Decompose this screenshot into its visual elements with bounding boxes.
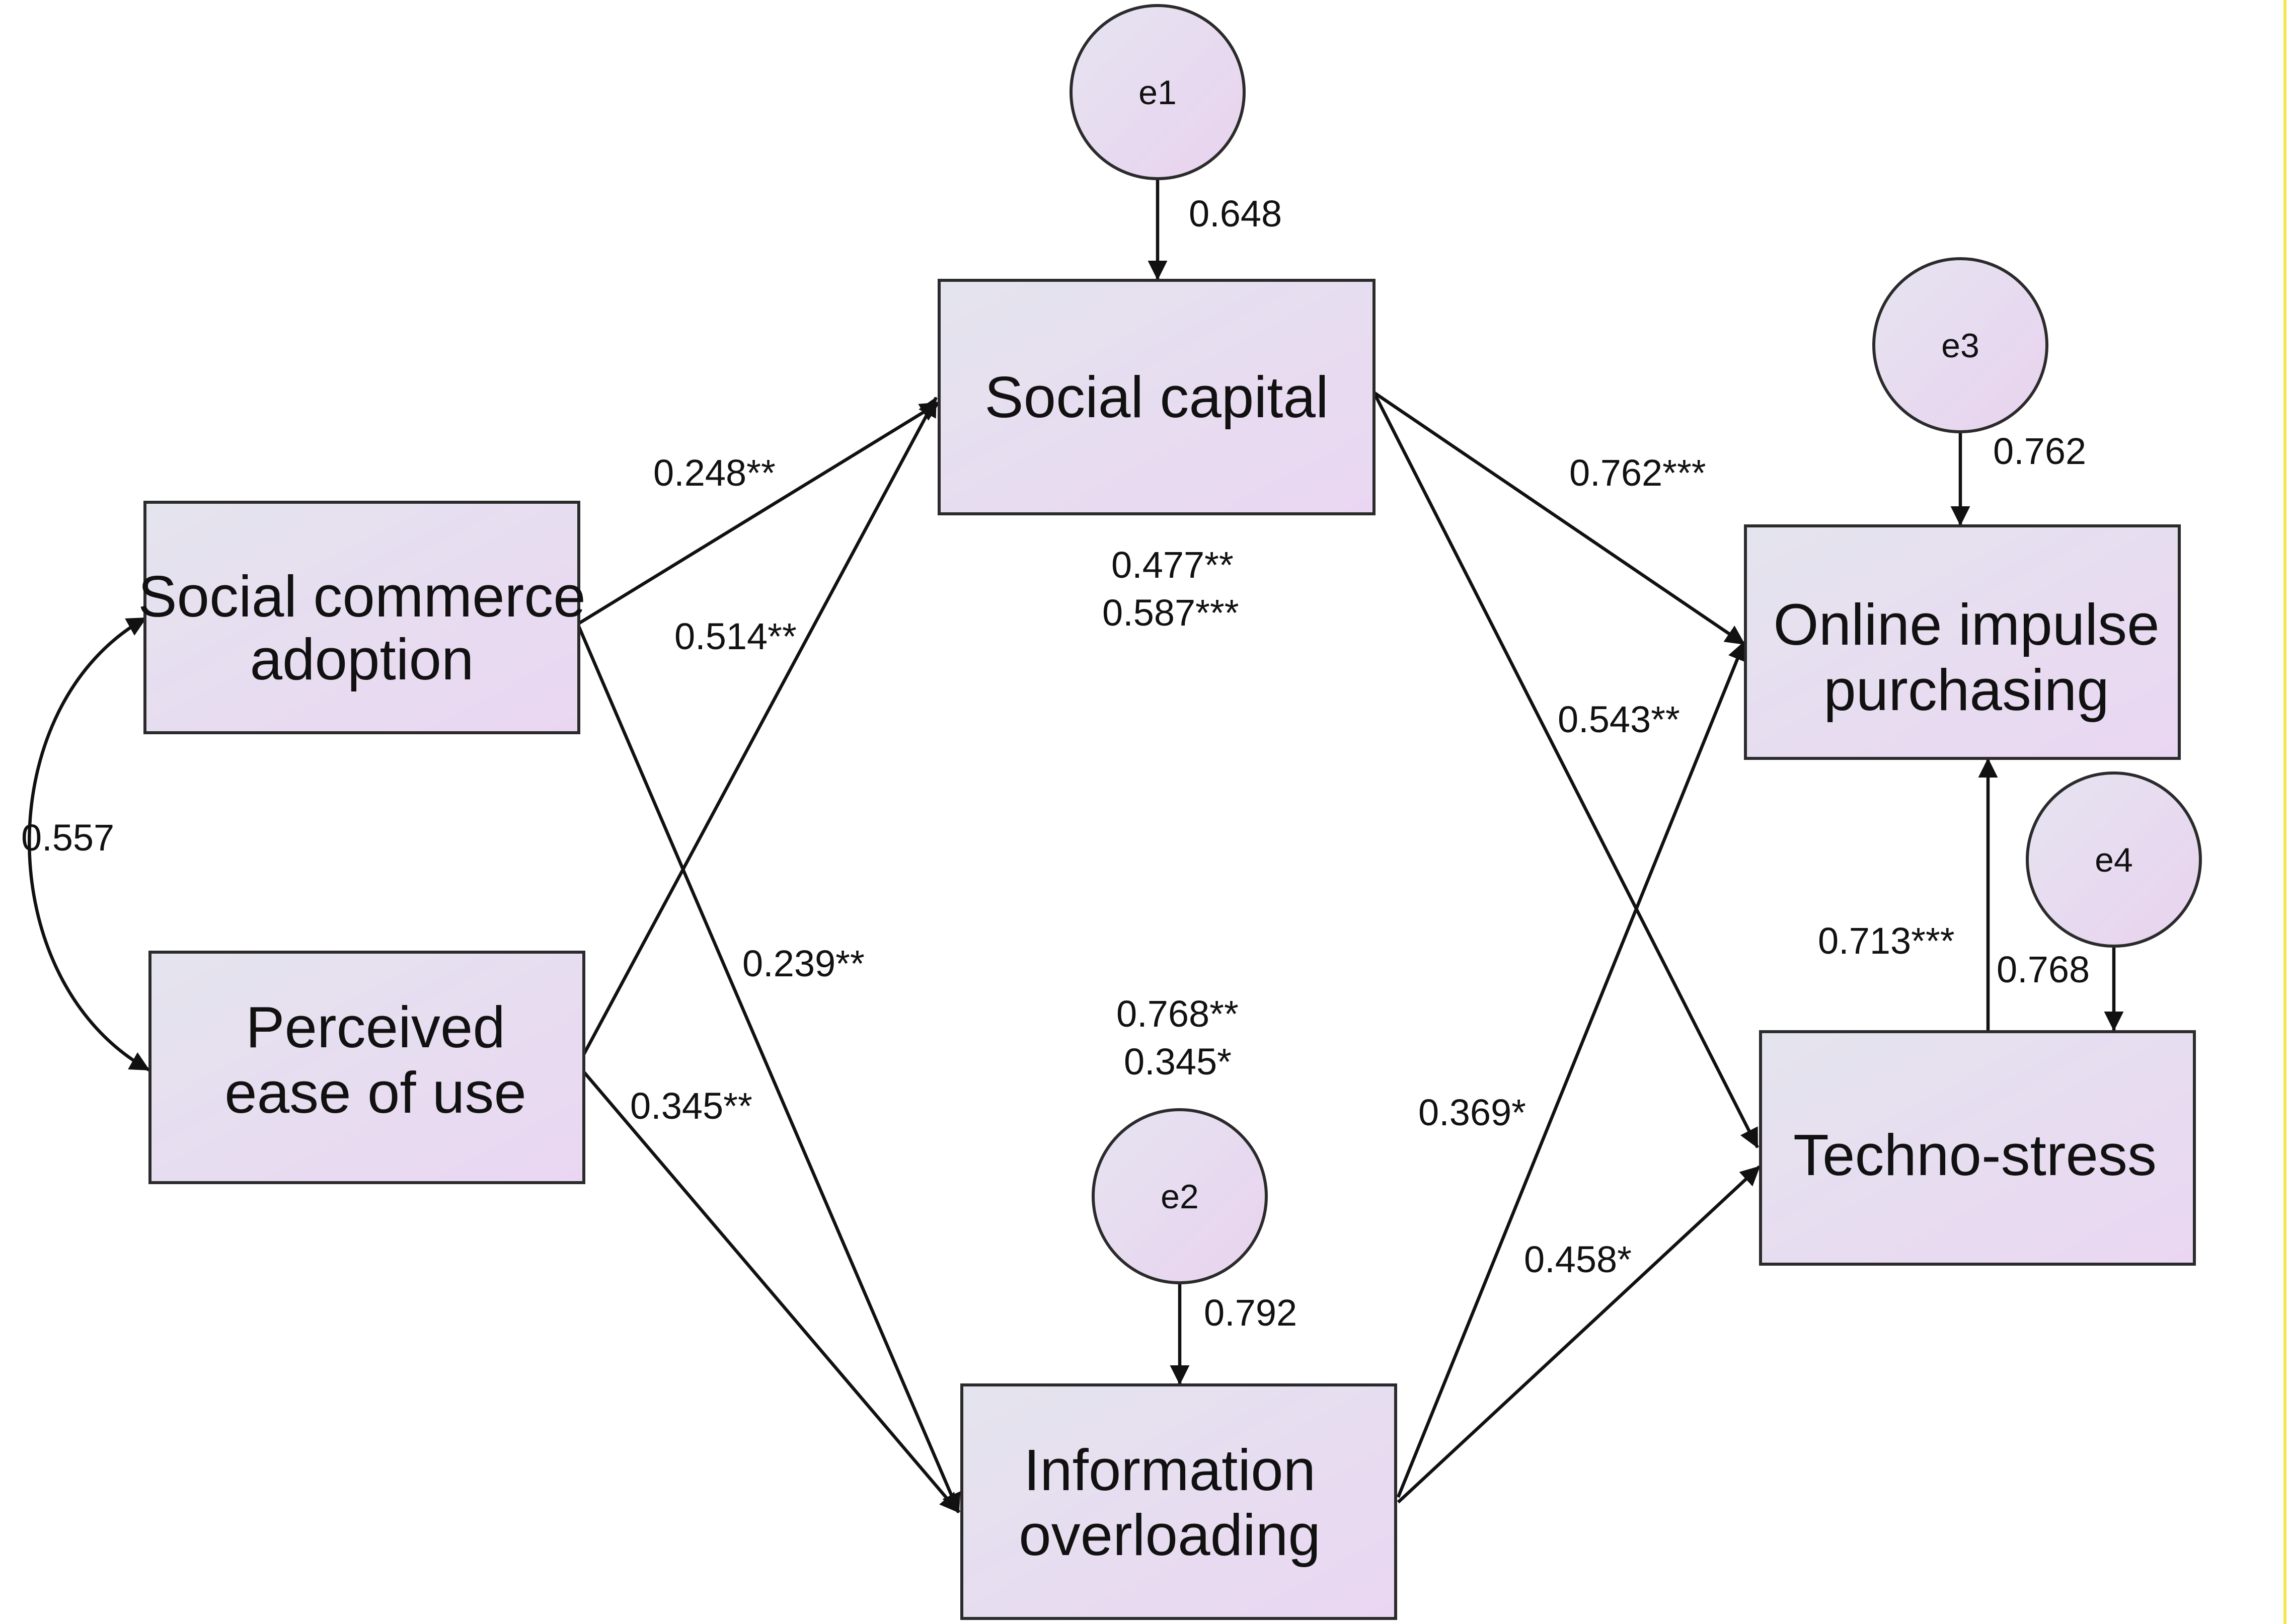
coef-information-overloading-to-online-impulse: 0.369*: [1418, 1092, 1526, 1133]
coef-information-overloading-r2-a: 0.768**: [1116, 993, 1239, 1035]
error-term-e4: e4: [2026, 771, 2202, 948]
path-peou-to-social-capital: [582, 397, 938, 1055]
construct-social-capital: Social capital: [938, 279, 1376, 515]
coef-peou-to-social-capital: 0.514**: [674, 615, 797, 657]
path-peou-to-information-overloading: [582, 1070, 960, 1514]
coef-social-capital-r2-b: 0.587***: [1102, 592, 1239, 634]
covariance-arrow: [28, 616, 150, 1071]
construct-label-line-1: Perceived: [246, 994, 505, 1060]
path-social-capital-to-online-impulse: [1373, 391, 1745, 646]
coef-e3-to-online-impulse: 0.762: [1993, 430, 2086, 472]
error-label: e4: [2095, 841, 2133, 879]
construct-label-line-1: Social capital: [984, 364, 1328, 430]
construct-label-line-2: ease of use: [224, 1060, 526, 1125]
coef-e2-to-information-overloading: 0.792: [1204, 1292, 1297, 1334]
construct-label-line-1: Information: [1024, 1437, 1316, 1503]
path-sca-to-social-capital: [577, 401, 940, 626]
construct-label-line-2: purchasing: [1823, 657, 2109, 723]
path-information-overloading-to-online-impulse: [1396, 641, 1747, 1498]
error-term-e2: e2: [1092, 1108, 1268, 1284]
error-label: e3: [1941, 327, 1979, 365]
coef-information-overloading-r2-b: 0.345*: [1124, 1041, 1232, 1082]
path-social-capital-to-techno-stress: [1372, 392, 1759, 1148]
coef-sca-to-social-capital: 0.248**: [653, 452, 776, 494]
coef-social-capital-to-techno-stress: 0.543**: [1558, 699, 1680, 740]
coef-sca-to-information-overloading: 0.239**: [742, 943, 865, 984]
coef-e4-to-techno-stress: 0.768: [1997, 949, 2090, 990]
coefficient-labels: 0.648 0.792 0.762 0.768 0.557 0.248** 0.…: [21, 193, 2090, 1334]
coef-peou-to-information-overloading: 0.345**: [630, 1085, 752, 1127]
construct-label-line-1: Techno-stress: [1793, 1122, 2157, 1188]
coef-social-capital-r2-a: 0.477**: [1111, 544, 1234, 586]
construct-social-commerce-adoption: Social commerce adoption: [138, 501, 586, 734]
error-term-e3: e3: [1872, 257, 2048, 433]
construct-perceived-ease-of-use: Perceived ease of use: [148, 951, 585, 1184]
coef-techno-stress-to-online-impulse: 0.713***: [1818, 920, 1955, 962]
construct-techno-stress: Techno-stress: [1759, 1030, 2196, 1266]
coef-social-capital-to-online-impulse: 0.762***: [1569, 452, 1706, 494]
path-sca-to-information-overloading: [576, 623, 961, 1513]
error-label: e1: [1138, 73, 1177, 112]
construct-label-line-1: Online impulse: [1773, 592, 2159, 657]
construct-online-impulse-purchasing: Online impulse purchasing: [1744, 524, 2181, 760]
construct-information-overloading: Information overloading: [960, 1383, 1397, 1620]
coef-e1-to-social-capital: 0.648: [1189, 193, 1282, 235]
construct-label-line-2: overloading: [1019, 1502, 1321, 1568]
coef-covariance-sca-peou: 0.557: [21, 817, 114, 859]
paths: [28, 180, 2124, 1514]
path-information-overloading-to-techno-stress: [1397, 1165, 1761, 1504]
error-term-e1: e1: [1070, 4, 1246, 180]
construct-label-line-2: adoption: [250, 627, 474, 692]
error-label: e2: [1161, 1178, 1199, 1216]
coef-information-overloading-to-techno-stress: 0.458*: [1524, 1239, 1632, 1280]
construct-label-line-1: Social commerce: [138, 564, 586, 629]
